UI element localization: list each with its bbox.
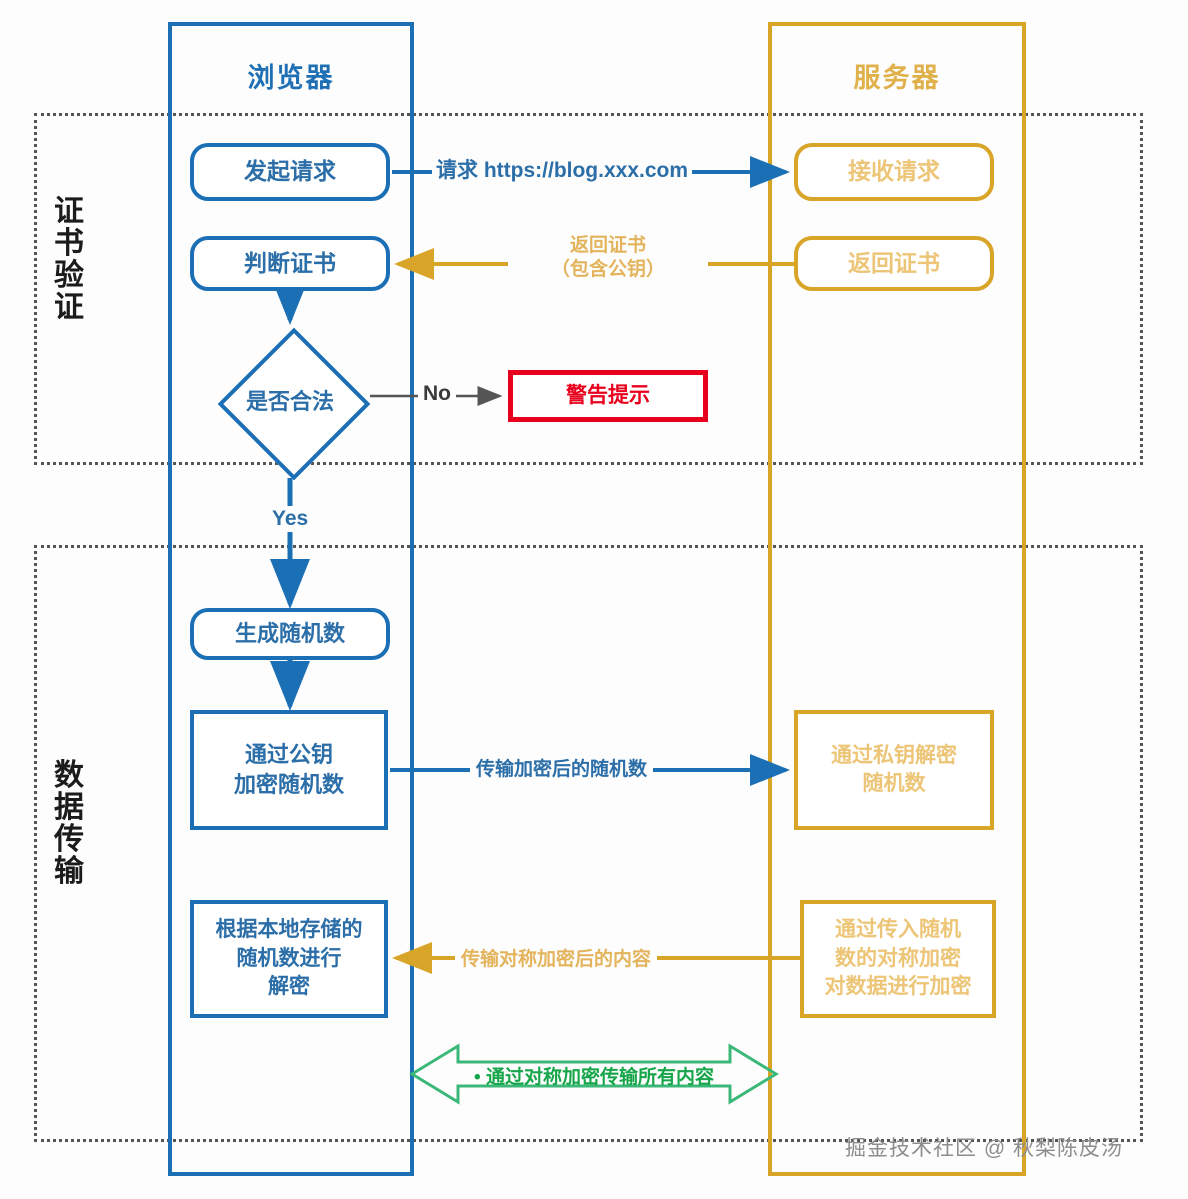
node-label: 发起请求 <box>244 158 336 185</box>
edge-label-return-certificate: 返回证书 （包含公钥） <box>508 234 708 282</box>
node-label: 接收请求 <box>848 158 940 185</box>
node-warning-prompt[interactable]: 警告提示 <box>508 370 708 422</box>
edge-label-line: 返回证书 <box>569 235 646 256</box>
node-label-line: 随机数 <box>862 772 926 795</box>
section-label-char: 证 <box>54 195 84 228</box>
node-judge-certificate[interactable]: 判断证书 <box>190 236 390 291</box>
section-label-char: 验 <box>54 259 84 293</box>
node-symmetric-encrypt-data[interactable]: 通过传入随机 数的对称加密 对数据进行加密 <box>800 900 996 1018</box>
node-label-line: 对数据进行加密 <box>824 975 972 999</box>
edge-label-line: （包含公钥） <box>550 258 665 280</box>
node-label-block: 通过私钥解密 随机数 <box>831 742 957 799</box>
node-label-line: 通过公钥 <box>244 742 333 768</box>
node-label-block: 通过公钥 加密随机数 <box>234 740 344 799</box>
node-label: 生成随机数 <box>234 621 345 647</box>
node-label-line: 通过传入随机 <box>835 918 961 942</box>
node-label-line: 根据本地存储的 <box>215 918 363 942</box>
section-label-data-transfer: 数 据 传 输 <box>46 759 92 889</box>
section-label-certificate-verification: 证 书 验 证 <box>46 195 92 325</box>
node-return-certificate[interactable]: 返回证书 <box>794 236 994 291</box>
edge-label-request-url: 请求 https://blog.xxx.com <box>432 158 693 185</box>
node-label-line: 加密随机数 <box>233 772 344 797</box>
node-label-block: 根据本地存储的 随机数进行 解密 <box>216 916 363 1001</box>
node-encrypt-with-public-key[interactable]: 通过公钥 加密随机数 <box>190 710 388 830</box>
node-label-line: 通过私钥解密 <box>831 743 957 767</box>
section-label-char: 输 <box>54 855 84 889</box>
section-label-char: 证 <box>54 291 84 325</box>
node-generate-random[interactable]: 生成随机数 <box>190 608 390 660</box>
node-decision-is-legal[interactable]: 是否合法 <box>212 322 371 481</box>
section-label-char: 数 <box>54 759 84 792</box>
node-label-line: 随机数进行 <box>236 946 342 970</box>
lane-browser-title: 浏览器 <box>247 63 335 93</box>
node-label: 警告提示 <box>566 383 650 407</box>
node-label: 判断证书 <box>244 249 336 276</box>
node-label: 返回证书 <box>848 249 940 276</box>
section-data-transfer <box>34 545 1143 1142</box>
lane-browser: 浏览器 <box>168 22 414 1176</box>
node-decrypt-with-private-key[interactable]: 通过私钥解密 随机数 <box>794 710 994 830</box>
node-label-line: 解密 <box>268 975 310 999</box>
node-label-block: 通过传入随机 数的对称加密 对数据进行加密 <box>825 916 972 1001</box>
node-receive-request[interactable]: 接收请求 <box>794 143 994 201</box>
edge-label-symmetric-all-content: • 通过对称加密传输所有内容 <box>474 1067 714 1088</box>
edge-label-transfer-symmetric-content: 传输对称加密后的内容 <box>455 948 658 972</box>
edge-label-no: No <box>418 381 456 408</box>
node-label: 是否合法 <box>245 389 334 414</box>
node-label-line: 数的对称加密 <box>835 946 961 970</box>
section-label-char: 据 <box>54 791 84 825</box>
section-label-char: 书 <box>54 227 84 261</box>
watermark: 掘金技术社区 @ 秋梨陈皮汤 <box>845 1137 1123 1160</box>
node-send-request[interactable]: 发起请求 <box>190 143 390 201</box>
section-certificate-verification <box>34 113 1143 465</box>
lane-server: 服务器 <box>768 22 1026 1176</box>
lane-server-title: 服务器 <box>853 63 941 93</box>
section-label-char: 传 <box>54 823 84 857</box>
node-local-decrypt[interactable]: 根据本地存储的 随机数进行 解密 <box>190 900 388 1018</box>
edge-label-yes: Yes <box>266 506 315 533</box>
edge-label-transfer-encrypted-random: 传输加密后的随机数 <box>470 758 654 782</box>
